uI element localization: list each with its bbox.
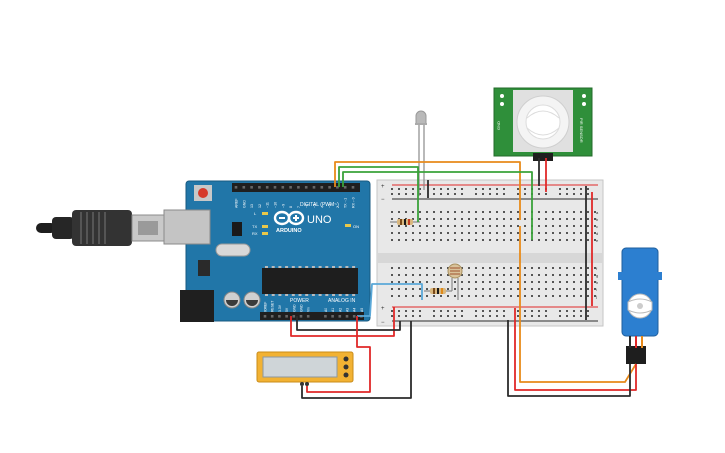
- breadboard-row-letter: f: [596, 266, 598, 271]
- bottom-pin-label: A2: [338, 308, 342, 312]
- breadboard-row-letter: h: [596, 280, 598, 285]
- brand-label: ARDUINO: [276, 228, 302, 234]
- wire-servo-power[interactable]: [514, 308, 637, 391]
- pir-side-text: PIR SENSOR: [579, 118, 584, 143]
- rail-minus-bottom: −: [381, 320, 385, 326]
- lcd-display[interactable]: [256, 351, 354, 386]
- pir-pin-header: [533, 153, 553, 161]
- bottom-pin-label: A1: [331, 308, 335, 312]
- wire-servo-gnd[interactable]: [507, 320, 631, 397]
- arduino-logo: [273, 210, 305, 226]
- bottom-pin-label: IOREF: [264, 302, 268, 312]
- bottom-pin-label: A4: [353, 308, 357, 312]
- digital-pin-label: ~5: [313, 204, 317, 208]
- digital-pin-label: ~9: [281, 204, 285, 208]
- digital-pin-label: RX←0: [352, 197, 356, 208]
- wire-orange-digital[interactable]: [334, 161, 521, 220]
- digital-header-label: DIGITAL (PWM~): [300, 202, 339, 208]
- rail-plus-bottom: +: [381, 306, 385, 312]
- bottom-pin-label: RESET: [271, 301, 275, 312]
- wire-blue-a0[interactable]: [357, 283, 423, 317]
- led-component[interactable]: [415, 110, 427, 196]
- power-header-label: POWER: [290, 298, 309, 304]
- usb-cable: [36, 210, 165, 246]
- bottom-pin-label: A3: [346, 308, 350, 312]
- wire-red-lcd[interactable]: [306, 316, 371, 393]
- wires: [290, 158, 637, 399]
- power-analog-header: [260, 312, 364, 320]
- crystal: [215, 243, 251, 257]
- on-label: ON: [353, 224, 359, 229]
- digital-pin-label: TX→1: [344, 198, 348, 208]
- digital-pin-label: GND: [242, 200, 246, 208]
- rail-minus-top: −: [381, 197, 385, 203]
- wire-green-pir[interactable]: [342, 171, 533, 240]
- resistor-led[interactable]: [390, 219, 420, 225]
- digital-pin-label: ~11: [266, 202, 270, 208]
- breadboard-row-letter: d: [596, 231, 598, 236]
- digital-pin-label: 12: [258, 204, 262, 208]
- photoresistor[interactable]: [447, 263, 463, 300]
- power-jack: [180, 290, 214, 322]
- servo-motor[interactable]: [618, 247, 662, 364]
- svg-text:RX: RX: [252, 231, 258, 236]
- reset-button[interactable]: [198, 188, 208, 198]
- bottom-pin-label: Vin: [307, 307, 311, 312]
- breadboard-holes: [391, 188, 596, 317]
- usb-jack: [163, 209, 211, 245]
- breadboard-row-letter: c: [596, 224, 598, 229]
- status-leds: L TX RX ON: [252, 211, 359, 236]
- bottom-pin-label: GND: [300, 304, 304, 312]
- pir-pin-label-gnd: GND: [496, 121, 501, 130]
- usb-chip: [232, 222, 242, 236]
- breadboard-row-letter: b: [596, 217, 599, 222]
- digital-pin-label: AREF: [235, 198, 239, 208]
- digital-pin-label: 8: [289, 206, 293, 208]
- digital-pin-label: ~3: [328, 204, 332, 208]
- atmega-chip: [262, 268, 358, 294]
- pir-sensor[interactable]: PIR SENSOR GND: [493, 87, 593, 161]
- breadboard-row-letter: g: [596, 273, 598, 278]
- wire-5v[interactable]: [290, 307, 395, 337]
- svg-text:TX: TX: [252, 224, 257, 229]
- servo-connector: [626, 346, 646, 364]
- regulator: [198, 260, 210, 276]
- wire-black-lcd[interactable]: [301, 321, 412, 399]
- resistor-ldr[interactable]: [424, 288, 452, 294]
- wire-green-led[interactable]: [338, 166, 419, 222]
- bottom-pin-label: 5V: [285, 307, 289, 312]
- wire-gnd[interactable]: [296, 316, 401, 331]
- svg-text:L: L: [254, 211, 257, 216]
- bottom-pin-label: A5: [360, 308, 364, 312]
- bottom-pin-label: GND: [292, 304, 296, 312]
- breadboard-row-letter: e: [596, 238, 599, 243]
- digital-header: [232, 183, 360, 192]
- bottom-pin-label: A0: [324, 308, 328, 312]
- breadboard-row-letter: i: [596, 287, 597, 292]
- bottom-pin-label: 3.3V: [278, 304, 282, 312]
- breadboard-row-letter: a: [596, 210, 599, 215]
- model-label: UNO: [307, 214, 332, 226]
- analog-header-label: ANALOG IN: [328, 298, 356, 304]
- digital-pin-label: 7: [297, 206, 301, 208]
- digital-pin-label: 2: [336, 206, 340, 208]
- rail-plus-top: +: [381, 184, 385, 190]
- digital-pin-label: ~6: [305, 204, 309, 208]
- digital-pin-label: 4: [320, 206, 324, 208]
- breadboard-row-letter: j: [595, 294, 597, 299]
- digital-pin-label: ~10: [274, 202, 278, 208]
- digital-pin-label: 13: [250, 204, 254, 208]
